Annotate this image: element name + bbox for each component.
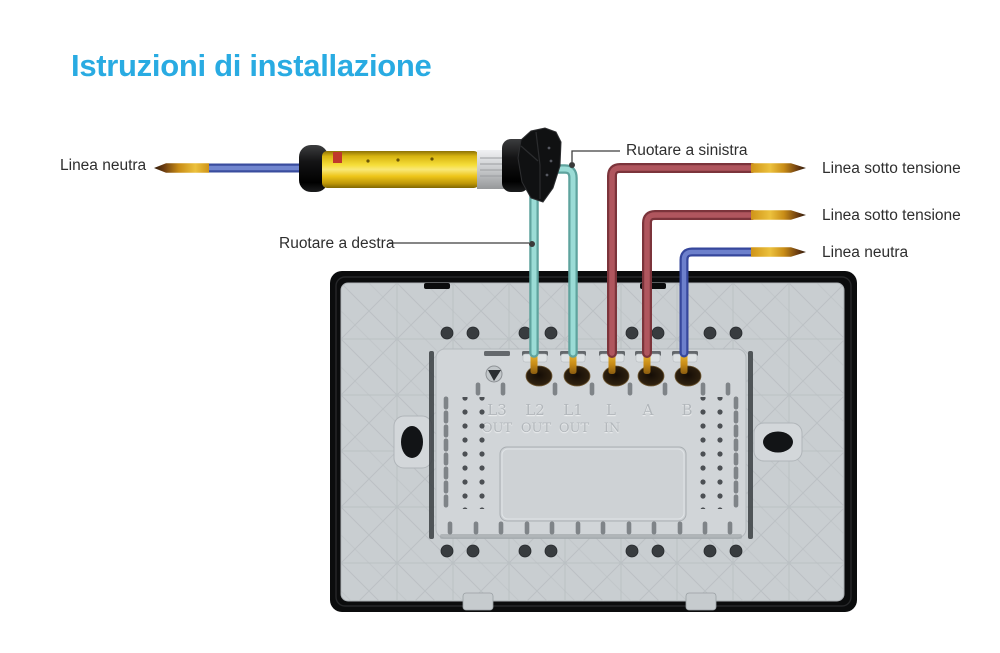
switch-back-panel: L3 L2 L1 L A B OUT OUT OUT IN <box>330 271 857 612</box>
motor-red-sticker <box>333 152 342 163</box>
page-title: Istruzioni di installazione <box>71 48 432 83</box>
callout-line-rotate-right <box>389 241 535 247</box>
motor-end-ring <box>299 145 328 192</box>
copper-tip-live-1 <box>751 163 806 173</box>
motor-tube-dots <box>366 157 434 163</box>
terminal-label-l3: L3 <box>487 401 507 419</box>
copper-tip-live-2 <box>751 210 806 220</box>
recessed-label-area <box>499 446 687 522</box>
terminal-block: L3 L2 L1 L A B OUT OUT OUT IN <box>435 348 747 539</box>
red-wire-live-1 <box>607 163 757 358</box>
label-neutral-right: Linea neutra <box>822 244 909 261</box>
terminal-label-b: B <box>681 401 692 419</box>
terminal-label-l1: L1 <box>563 401 583 419</box>
callout-lines <box>389 150 620 247</box>
mounting-hole-left <box>393 415 433 469</box>
motor-silver-label <box>477 150 506 189</box>
terminal-label-l2: L2 <box>525 401 545 419</box>
copper-tips-right <box>751 163 806 257</box>
terminal-sub-l3: OUT <box>482 421 513 436</box>
label-live-top: Linea sotto tensione <box>822 160 961 177</box>
callout-line-rotate-left <box>569 150 620 168</box>
tubular-motor <box>154 127 562 203</box>
label-neutral-left: Linea neutra <box>60 157 147 174</box>
teal-wire-rotate-left <box>546 164 578 358</box>
label-rotate-right: Ruotare a destra <box>279 235 395 252</box>
side-vent-grids <box>443 396 739 509</box>
terminal-sub-l2: OUT <box>521 421 552 436</box>
red-wire-live-2 <box>642 210 757 358</box>
terminal-sub-l1: OUT <box>559 421 590 436</box>
terminal-empty-l3 <box>485 365 503 383</box>
terminal-labels: L3 L2 L1 L A B OUT OUT OUT IN <box>482 401 693 436</box>
label-rotate-left: Ruotare a sinistra <box>626 142 748 159</box>
motor-head <box>517 127 562 203</box>
terminal-sub-l: IN <box>604 421 621 436</box>
copper-tip-neutral-right <box>751 247 806 257</box>
wire-neutral-left <box>154 163 306 173</box>
label-live-mid: Linea sotto tensione <box>822 207 961 224</box>
terminal-label-l: L <box>606 401 616 419</box>
panel-bottom-tabs <box>462 592 717 611</box>
terminal-label-a: A <box>642 401 654 419</box>
mounting-hole-right <box>753 422 803 462</box>
wires <box>529 163 757 358</box>
copper-tip-neutral-left <box>154 163 209 173</box>
motor-tube <box>322 151 479 188</box>
blue-wire-neutral-right <box>679 247 757 358</box>
